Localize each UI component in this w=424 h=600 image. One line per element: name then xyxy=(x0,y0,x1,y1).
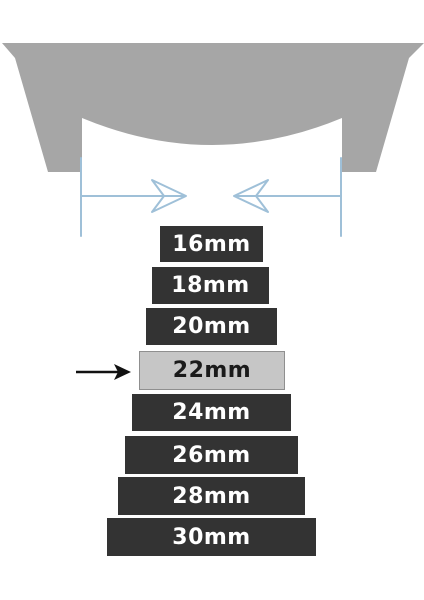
watch-lug-silhouette xyxy=(2,43,424,172)
size-option-26mm[interactable]: 26mm xyxy=(125,436,298,474)
selected-size-pointer-arrow xyxy=(76,364,131,380)
right-arrow-head xyxy=(233,179,269,213)
size-option-24mm[interactable]: 24mm xyxy=(132,394,291,431)
size-option-18mm[interactable]: 18mm xyxy=(152,267,269,304)
size-option-28mm[interactable]: 28mm xyxy=(118,477,305,515)
size-option-20mm[interactable]: 20mm xyxy=(146,308,277,345)
size-option-16mm[interactable]: 16mm xyxy=(160,226,263,262)
width-measurement-indicator xyxy=(80,157,342,237)
size-option-22mm[interactable]: 22mm xyxy=(139,351,285,390)
left-arrow-head xyxy=(151,179,187,213)
size-option-30mm[interactable]: 30mm xyxy=(107,518,316,556)
